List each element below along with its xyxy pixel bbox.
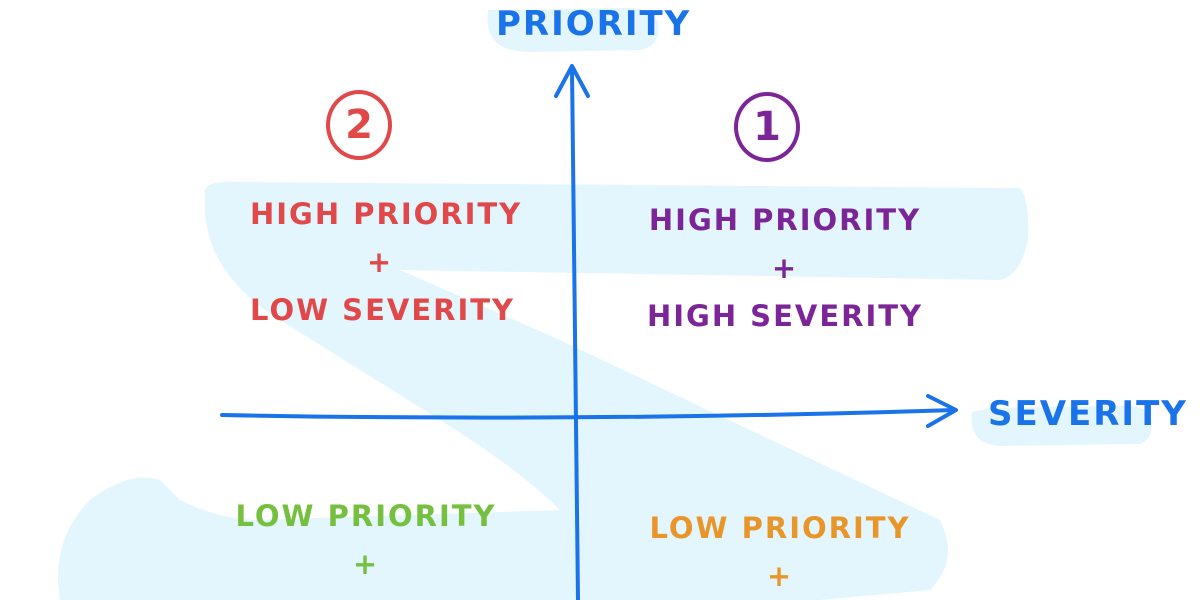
quadrant-2-plus: + [366,245,394,279]
quadrant-1-line2: High Severity [646,299,924,333]
quadrant-2-number-badge: 2 [326,90,392,160]
y-axis-label: Priority [496,4,692,44]
diagonal-highlight [58,181,1029,600]
quadrant-4-label: Low Priority + [640,504,920,600]
x-axis-arrowhead [926,394,958,428]
quadrant-1-plus: + [771,251,799,285]
quadrant-1-line1: High Priority [648,203,922,237]
quadrant-2-line1: High Priority [250,197,523,231]
x-axis-line [220,408,957,420]
severity-label-highlight [971,405,1152,446]
y-axis-arrowhead [554,64,590,98]
quadrant-1-number-badge: 1 [734,92,800,162]
quadrant-3-plus: + [352,547,380,581]
background-highlights [58,7,1152,600]
quadrant-3-line1: Low Priority [235,499,497,533]
quadrant-2-line2: Low Severity [250,293,516,327]
quadrant-3-label: Low Priority + [226,492,506,588]
quadrant-4-line1: Low Priority [649,511,911,545]
axes [220,64,958,600]
y-axis-line [570,66,580,600]
quadrant-1-label: High Priority + High Severity [640,196,930,340]
priority-label-highlight [487,7,659,52]
x-axis-label: Severity [988,394,1188,434]
quadrant-4-plus: + [766,559,794,593]
quadrant-2-label: High Priority + Low Severity [250,190,523,334]
